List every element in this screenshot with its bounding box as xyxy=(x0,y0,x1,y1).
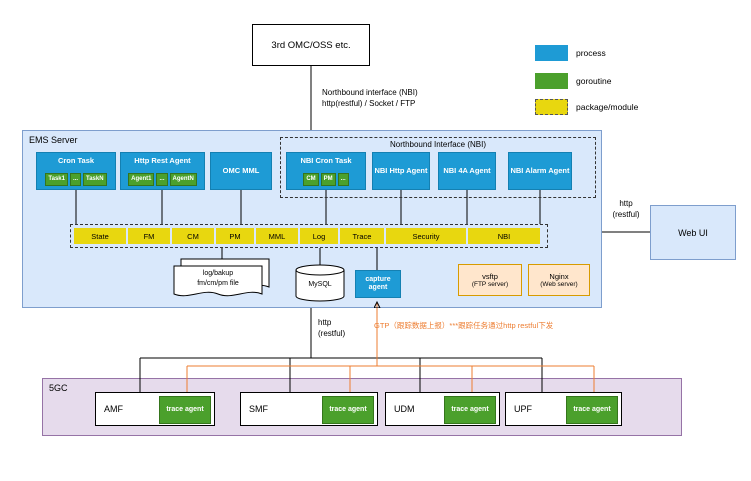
nbi-4a-agent-box: NBI 4A Agent xyxy=(438,152,496,190)
nbi-link-note-line2: http(restful) / Socket / FTP xyxy=(322,98,416,108)
module-pm: PM xyxy=(216,228,254,244)
log-file-line1: log/bakup xyxy=(202,270,234,277)
nbi-ellipsis-chip: ... xyxy=(337,173,349,186)
cron-task-box: Cron Task Task1 ... TaskN xyxy=(36,152,116,190)
nf-udm: UDM trace agent xyxy=(385,392,500,426)
upf-label: UPF xyxy=(514,404,532,414)
trace-agent-udm: trace agent xyxy=(444,396,496,424)
legend-goroutine: goroutine xyxy=(535,73,611,89)
process-legend-label: process xyxy=(576,48,606,58)
nbi-4a-agent-label: NBI 4A Agent xyxy=(443,166,491,176)
omc-oss-box: 3rd OMC/OSS etc. xyxy=(252,24,370,66)
process-swatch xyxy=(535,45,568,61)
log-file-label: log/bakup fm/cm/pm file xyxy=(176,269,260,289)
omc-oss-label: 3rd OMC/OSS etc. xyxy=(271,39,351,51)
capture-agent-box: capture agent xyxy=(355,270,401,298)
http-rest-agent-label: Http Rest Agent xyxy=(134,156,191,165)
module-bar: State FM CM PM MML Log Trace Security NB… xyxy=(70,224,548,248)
pm-chip: PM xyxy=(320,173,336,186)
nbi-link-note: Northbound interface (NBI) http(restful)… xyxy=(322,88,418,110)
nbi-group: Northbound Interface (NBI) xyxy=(280,137,596,198)
webui-link-note: http (restful) xyxy=(604,199,648,221)
trace-agent-upf: trace agent xyxy=(566,396,618,424)
udm-label: UDM xyxy=(394,404,415,414)
ems-server-label: EMS Server xyxy=(29,135,78,145)
http-rest-agent-chips: Agent1 ... AgentN xyxy=(121,173,204,186)
module-nbi: NBI xyxy=(468,228,540,244)
amf-label: AMF xyxy=(104,404,123,414)
agent-ellipsis-chip: ... xyxy=(156,173,168,186)
log-file-line2: fm/cm/pm file xyxy=(197,280,239,287)
webui-link-note-line1: http xyxy=(619,199,633,208)
package-legend-label: package/module xyxy=(576,102,639,112)
nbi-group-title: Northbound Interface (NBI) xyxy=(389,140,487,149)
module-trace: Trace xyxy=(340,228,384,244)
module-cm: CM xyxy=(172,228,214,244)
nf-upf: UPF trace agent xyxy=(505,392,622,426)
cron-task-label: Cron Task xyxy=(57,156,95,165)
south-http-note-line2: (restful) xyxy=(318,328,346,338)
trace-agent-smf: trace agent xyxy=(322,396,374,424)
gtp-note: GTP（跟踪数据上报）***跟踪任务通过http restful下发 xyxy=(374,321,554,330)
webui-link-note-line2: (restful) xyxy=(612,209,640,219)
south-http-note: http (restful) xyxy=(318,318,345,340)
nbi-cron-task-box: NBI Cron Task CM PM ... xyxy=(286,152,366,190)
cron-task-chips: Task1 ... TaskN xyxy=(37,173,115,186)
nbi-http-agent-box: NBI Http Agent xyxy=(372,152,430,190)
smf-label: SMF xyxy=(249,404,268,414)
nf-smf: SMF trace agent xyxy=(240,392,378,426)
goroutine-legend-label: goroutine xyxy=(576,76,612,86)
web-ui-label: Web UI xyxy=(678,227,708,238)
omc-mml-box: OMC MML xyxy=(210,152,272,190)
trace-agent-amf: trace agent xyxy=(159,396,211,424)
nbi-cron-task-label: NBI Cron Task xyxy=(300,156,352,165)
module-fm: FM xyxy=(128,228,170,244)
vsftp-sub: (FTP server) xyxy=(471,280,509,288)
legend-package: package/module xyxy=(535,99,638,115)
nbi-http-agent-label: NBI Http Agent xyxy=(374,166,428,176)
legend-process: process xyxy=(535,45,606,61)
nbi-link-note-line1: Northbound interface (NBI) xyxy=(322,88,418,97)
nginx-box: Nginx (Web server) xyxy=(528,264,590,296)
nginx-sub: (Web server) xyxy=(540,280,578,288)
nbi-alarm-agent-label: NBI Alarm Agent xyxy=(510,166,570,176)
task-ellipsis-chip: ... xyxy=(69,173,81,186)
nginx-name: Nginx xyxy=(549,271,569,281)
nf-amf: AMF trace agent xyxy=(95,392,215,426)
omc-mml-label: OMC MML xyxy=(222,166,260,176)
cm-chip: CM xyxy=(303,173,319,186)
http-rest-agent-box: Http Rest Agent Agent1 ... AgentN xyxy=(120,152,205,190)
agent1-chip: Agent1 xyxy=(128,173,155,186)
web-ui-box: Web UI xyxy=(650,205,736,260)
south-http-note-line1: http xyxy=(318,318,332,327)
agentn-chip: AgentN xyxy=(169,173,197,186)
vsftp-name: vsftp xyxy=(482,271,498,281)
nbi-cron-task-chips: CM PM ... xyxy=(287,173,365,186)
package-swatch xyxy=(535,99,568,115)
module-mml: MML xyxy=(256,228,298,244)
taskn-chip: TaskN xyxy=(83,173,107,186)
module-security: Security xyxy=(386,228,466,244)
module-log: Log xyxy=(300,228,338,244)
vsftp-box: vsftp (FTP server) xyxy=(458,264,522,296)
nbi-alarm-agent-box: NBI Alarm Agent xyxy=(508,152,572,190)
task1-chip: Task1 xyxy=(45,173,68,186)
goroutine-swatch xyxy=(535,73,568,89)
fivegc-label: 5GC xyxy=(49,383,68,393)
mysql-label: MySQL xyxy=(308,281,332,288)
module-state: State xyxy=(74,228,126,244)
